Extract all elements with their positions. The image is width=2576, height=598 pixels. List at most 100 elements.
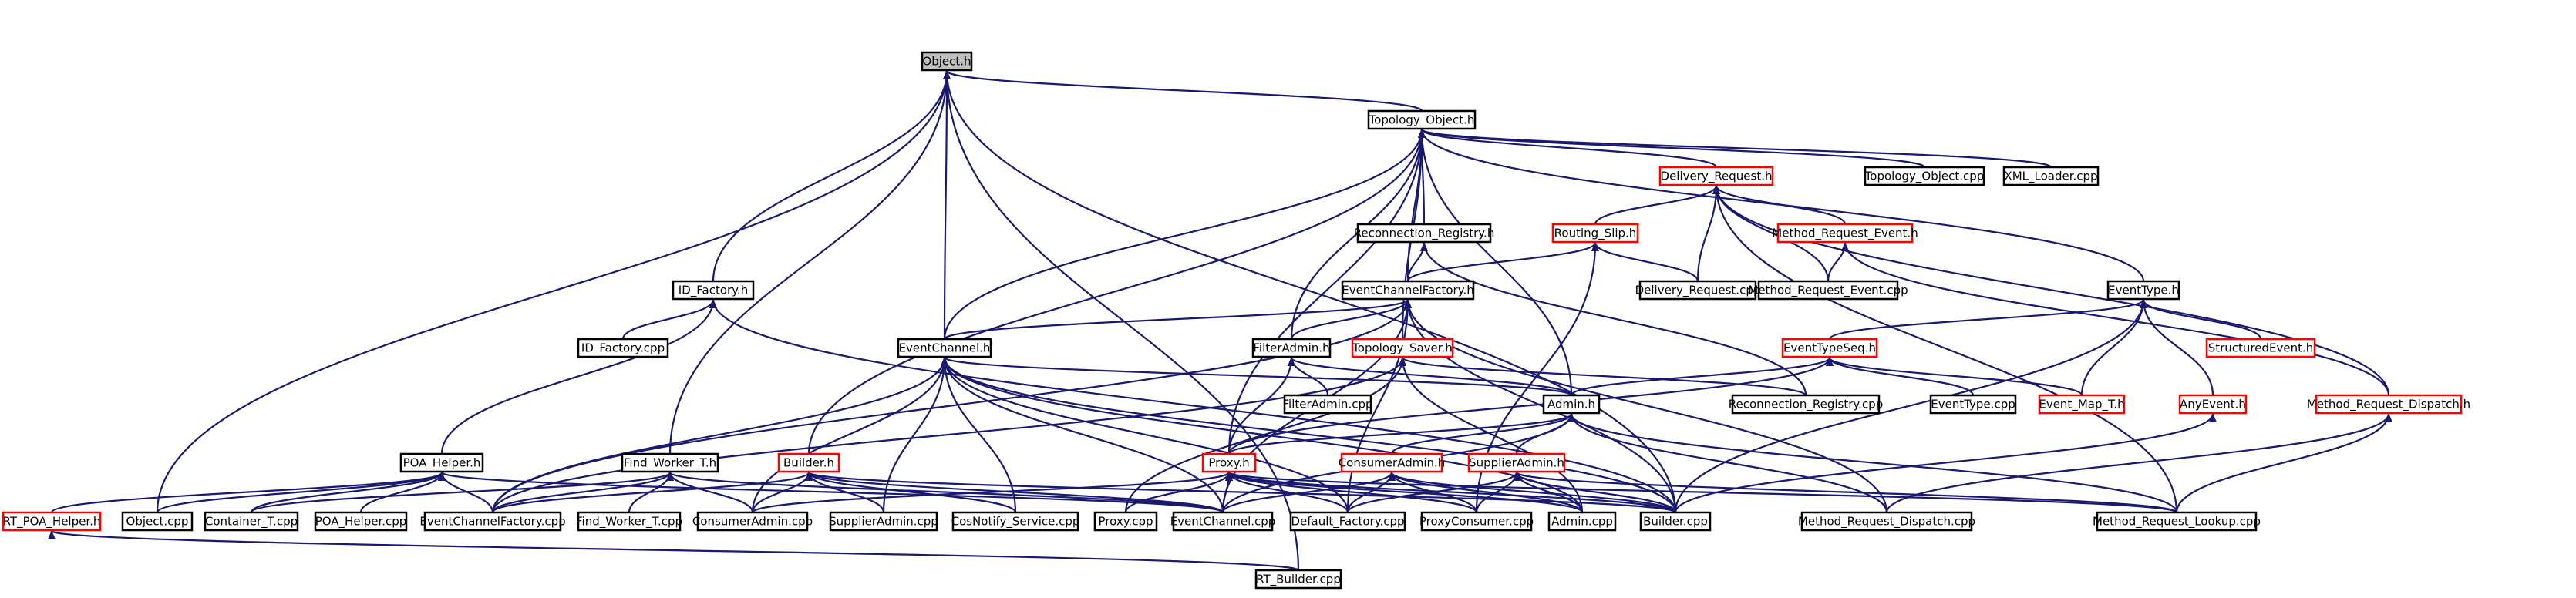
- node-box: [1551, 223, 1639, 244]
- edge-line: [943, 70, 1300, 571]
- node-reconnection-registry-h[interactable]: Reconnection_Registry.h: [1354, 223, 1495, 244]
- edge-builder_cpp-to-eventchannelfactory_h: [1404, 299, 1677, 513]
- node-proxy-h[interactable]: Proxy.h: [1201, 452, 1257, 473]
- node-consumeradmin-h[interactable]: ConsumerAdmin.h: [1339, 452, 1446, 473]
- node-label: ID_Factory.h: [679, 284, 748, 298]
- node-supplieradmin-cpp[interactable]: SupplierAdmin.cpp: [829, 511, 938, 532]
- edge-line: [1288, 356, 1573, 397]
- node-box: [204, 511, 299, 532]
- edge-line: [1227, 357, 1834, 455]
- node-filteradmin-cpp[interactable]: FilterAdmin.cpp: [1282, 394, 1373, 415]
- edge-line: [941, 356, 1573, 397]
- node-event-map-t-h[interactable]: Event_Map_T.h: [2038, 394, 2126, 415]
- edge-line: [1567, 413, 2178, 513]
- edge-xml_loader_cpp-to-topology_object_h: [1418, 128, 2052, 169]
- node-eventchannel-cpp[interactable]: EventChannel.cpp: [1170, 511, 1276, 532]
- node-poa-helper-h[interactable]: POA_Helper.h: [399, 452, 484, 473]
- node-cosnotify-service-cpp[interactable]: CosNotify_Service.cpp: [951, 511, 1080, 532]
- node-routing-slip-h[interactable]: Routing_Slip.h: [1551, 223, 1639, 244]
- node-box: [1251, 338, 1332, 358]
- node-box: [1356, 223, 1492, 244]
- edge-line: [250, 471, 674, 514]
- node-label: Event_Map_T.h: [2039, 398, 2124, 412]
- node-box: [921, 51, 973, 72]
- node-supplieradmin-h[interactable]: SupplierAdmin.h: [1467, 452, 1566, 473]
- node-eventtype-cpp[interactable]: EventType.cpp: [1929, 394, 2017, 415]
- node-filteradmin-h[interactable]: FilterAdmin.h: [1251, 338, 1332, 358]
- edge-line: [666, 471, 1224, 514]
- node-find-worker-t-cpp[interactable]: Find_Worker_T.cpp: [576, 511, 682, 532]
- node-box: [1093, 511, 1158, 532]
- node-method-request-lookup-cpp[interactable]: Method_Request_Lookup.cpp: [2093, 511, 2261, 532]
- node-box: [2002, 166, 2100, 186]
- node-eventchannelfactory-h[interactable]: EventChannelFactory.h: [1341, 280, 1475, 301]
- node-eventtype-h[interactable]: EventType.h: [2106, 280, 2180, 301]
- node-consumeradmin-cpp[interactable]: ConsumerAdmin.cpp: [692, 511, 813, 532]
- node-builder-h[interactable]: Builder.h: [777, 452, 840, 473]
- node-box: [1542, 394, 1601, 415]
- node-admin-h[interactable]: Admin.h: [1542, 394, 1601, 415]
- node-label: Builder.cpp: [1643, 515, 1708, 529]
- node-proxyconsumer-cpp[interactable]: ProxyConsumer.cpp: [1419, 511, 1534, 532]
- edge-eventchannel_cpp-to-builder_h: [805, 471, 1224, 514]
- node-eventchannelfactory-cpp[interactable]: EventChannelFactory.cpp: [419, 511, 566, 532]
- node-topology-saver-h[interactable]: Topology_Saver.h: [1351, 338, 1454, 358]
- node-proxy-cpp[interactable]: Proxy.cpp: [1093, 511, 1158, 532]
- edge-eventtype_cpp-to-eventtypeseq_h: [1826, 357, 1975, 396]
- node-rt-builder-cpp[interactable]: RT_Builder.cpp: [1254, 569, 1342, 590]
- node-xml-loader-cpp[interactable]: XML_Loader.cpp: [2002, 166, 2100, 186]
- edge-line: [1594, 185, 1720, 225]
- node-rt-poa-helper-h[interactable]: RT_POA_Helper.h: [2, 511, 102, 532]
- node-label: FilterAdmin.cpp: [1282, 398, 1372, 412]
- node-box: [696, 511, 809, 532]
- edge-line: [941, 357, 1224, 513]
- node-reconnection-registry-cpp[interactable]: Reconnection_Registry.cpp: [1729, 394, 1883, 415]
- node-method-request-dispatch-cpp[interactable]: Method_Request_Dispatch.cpp: [1798, 511, 1975, 532]
- node-object-cpp[interactable]: Object.cpp: [121, 511, 194, 532]
- edge-line: [1404, 299, 1677, 513]
- node-label: Method_Request_Dispatch.h: [2307, 398, 2470, 412]
- edge-id_factory_cpp-to-id_factory_h: [621, 299, 717, 340]
- node-topology-object-cpp[interactable]: Topology_Object.cpp: [1864, 166, 1985, 186]
- node-object-h[interactable]: Object.h: [921, 51, 973, 72]
- node-method-request-dispatch-h[interactable]: Method_Request_Dispatch.h: [2307, 394, 2470, 415]
- node-box: [577, 511, 682, 532]
- node-box: [621, 452, 719, 473]
- node-method-request-event-h[interactable]: Method_Request_Event.h: [1772, 223, 1918, 244]
- node-id-factory-h[interactable]: ID_Factory.h: [672, 280, 755, 301]
- node-label: StructuredEvent.h: [2208, 341, 2314, 355]
- node-find-worker-t-h[interactable]: Find_Worker_T.h: [621, 452, 719, 473]
- edge-line: [1290, 299, 1412, 340]
- node-topology-object-h[interactable]: Topology_Object.h: [1367, 109, 1477, 130]
- node-anyevent-h[interactable]: AnyEvent.h: [2178, 394, 2248, 415]
- node-box: [829, 511, 938, 532]
- node-eventtypeseq-h[interactable]: EventTypeSeq.h: [1781, 338, 1878, 358]
- edge-line: [712, 70, 951, 282]
- edge-line: [1674, 299, 2147, 513]
- node-label: Delivery_Request.cpp: [1635, 284, 1761, 298]
- node-box: [1351, 338, 1454, 358]
- edge-object_cpp-to-poa_helper_h: [156, 471, 446, 513]
- node-structuredevent-h[interactable]: StructuredEvent.h: [2205, 338, 2316, 358]
- node-poa-helper-cpp[interactable]: POA_Helper.cpp: [314, 511, 408, 532]
- node-method-request-event-cpp[interactable]: Method_Request_Event.cpp: [1748, 280, 1908, 301]
- node-id-factory-cpp[interactable]: ID_Factory.cpp: [577, 338, 669, 358]
- node-admin-cpp[interactable]: Admin.cpp: [1547, 511, 1617, 532]
- edge-line: [1227, 129, 1426, 455]
- edge-eventchannelfactory_cpp-to-topology_saver_h: [491, 357, 1406, 513]
- node-builder-cpp[interactable]: Builder.cpp: [1639, 511, 1712, 532]
- edge-proxyconsumer_cpp-to-proxy_h: [1225, 472, 1478, 513]
- edge-eventchannel_cpp-to-poa_helper_h: [438, 471, 1224, 514]
- node-eventchannel-h[interactable]: EventChannel.h: [897, 338, 992, 358]
- node-delivery-request-cpp[interactable]: Delivery_Request.cpp: [1635, 280, 1761, 301]
- edge-line: [1225, 472, 1478, 513]
- edge-method_request_dispatch_cpp-to-method_request_dispatch_h: [1885, 413, 2392, 513]
- node-default-factory-cpp[interactable]: Default_Factory.cpp: [1289, 511, 1406, 532]
- edge-line: [1399, 356, 1807, 397]
- node-delivery-request-h[interactable]: Delivery_Request.h: [1658, 166, 1774, 186]
- node-box: [1547, 511, 1617, 532]
- edge-eventtypeseq_h-to-eventtype_h: [1828, 298, 2147, 341]
- node-container-t-cpp[interactable]: Container_T.cpp: [204, 511, 299, 532]
- node-box: [1467, 452, 1566, 473]
- node-label: Reconnection_Registry.cpp: [1729, 398, 1883, 412]
